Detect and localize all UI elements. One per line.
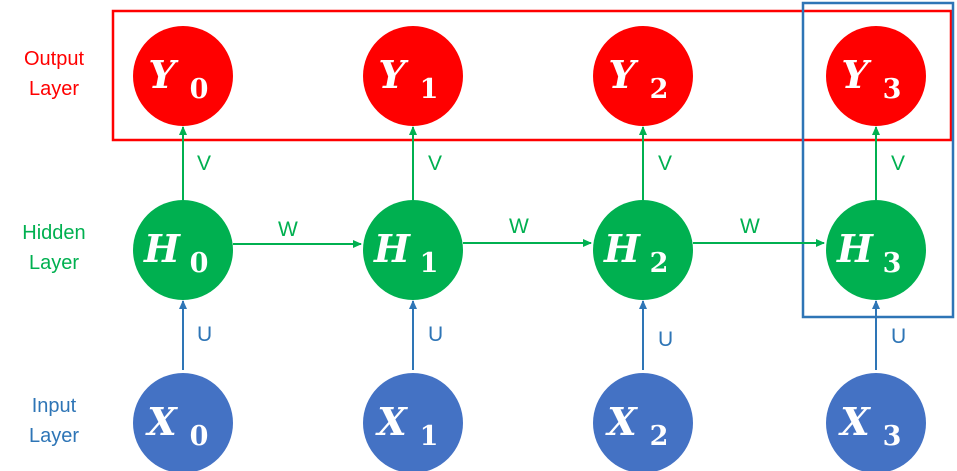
v-label-0: V [197,152,211,175]
input-layer-label-line2: Layer [28,425,80,447]
hidden-node-subscript: 2 [650,248,669,279]
w-label-2: W [740,215,760,238]
input-layer-label: Input Layer [0,391,108,451]
input-node-letter: X [605,399,638,444]
output-node-subscript: 3 [883,74,902,105]
u-edges [179,300,880,370]
hidden-node-letter: H [836,226,874,271]
time-step-box [801,1,955,319]
output-node-subscript: 1 [420,74,439,105]
input-layer-label-line1: Input [31,395,77,417]
output-layer-box [111,9,953,142]
output-node-subscript: 0 [190,74,209,105]
output-node-subscript: 2 [650,74,669,105]
v-label-1: V [428,152,442,175]
input-node-circle [826,373,926,471]
hidden-layer-label-line2: Layer [28,252,80,274]
input-node-circle [133,373,233,471]
hidden-node-letter: H [373,226,411,271]
hidden-node-letter: H [143,226,181,271]
output-node-circle [363,26,463,126]
output-node-circle [826,26,926,126]
u-label-0: U [197,323,212,346]
hidden-layer-label: Hidden Layer [0,218,108,278]
output-node-letter: Y [378,52,409,97]
hidden-node-circle [826,200,926,300]
output-node-letter: Y [148,52,179,97]
output-node-letter: Y [608,52,639,97]
hidden-node-subscript: 0 [190,248,209,279]
input-node-subscript: 2 [650,421,669,452]
u-label-1: U [428,323,443,346]
output-node-circle [133,26,233,126]
input-node-subscript: 3 [883,421,902,452]
output-layer-label-line1: Output [23,48,85,70]
v-edges [179,126,880,200]
hidden-node-circle [363,200,463,300]
output-node-circle [593,26,693,126]
input-node-letter: X [375,399,408,444]
hidden-node-circle [593,200,693,300]
input-node-circle [363,373,463,471]
u-label-2: U [658,328,673,351]
u-label-3: U [891,325,906,348]
input-node-letter: X [145,399,178,444]
input-node-circle [593,373,693,471]
hidden-node-subscript: 3 [883,248,902,279]
output-layer-label-line2: Layer [28,78,80,100]
hidden-node-letter: H [603,226,641,271]
output-layer-label: Output Layer [0,44,108,104]
hidden-node-subscript: 1 [420,248,439,279]
input-node-subscript: 0 [190,421,209,452]
w-label-1: W [509,215,529,238]
output-node-letter: Y [841,52,872,97]
input-node-letter: X [838,399,871,444]
hidden-layer-label-line1: Hidden [22,222,86,244]
v-label-2: V [658,152,672,175]
w-edges [233,239,825,248]
v-label-3: V [891,152,905,175]
input-node-subscript: 1 [420,421,439,452]
w-label-0: W [278,218,298,241]
hidden-node-circle [133,200,233,300]
